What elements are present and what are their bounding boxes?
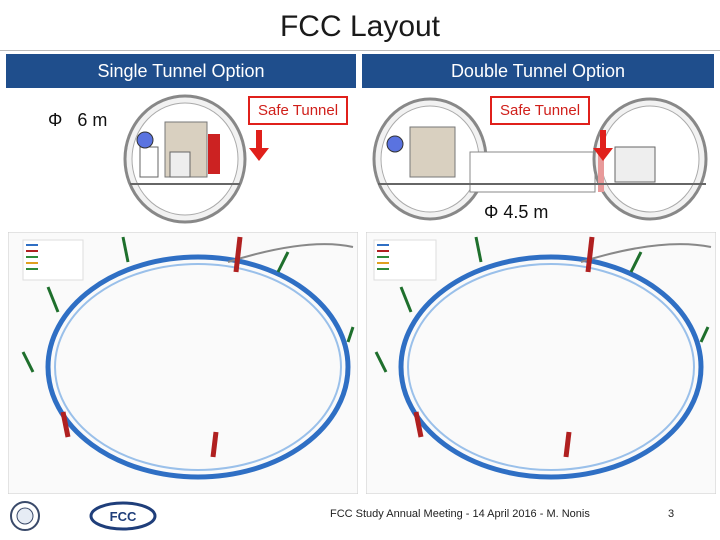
title-divider: [0, 50, 720, 51]
footer-text: FCC Study Annual Meeting - 14 April 2016…: [330, 508, 590, 520]
kit-logo-icon: [8, 497, 42, 535]
header-double-tunnel: Double Tunnel Option: [362, 54, 714, 88]
safe-tunnel-label-right: Safe Tunnel: [490, 96, 590, 125]
fcc-logo-icon: FCC: [88, 500, 158, 532]
single-tunnel-cross-section: [120, 92, 250, 227]
header-double-label: Double Tunnel Option: [451, 61, 625, 82]
single-diameter-value: 6 m: [77, 110, 107, 130]
double-tunnel-ring-map: [366, 232, 716, 494]
double-diameter-value: 4.5 m: [503, 202, 548, 222]
safe-arrow-left-icon: [248, 130, 270, 162]
double-diameter: Φ 4.5 m: [484, 202, 548, 223]
header-single-tunnel: Single Tunnel Option: [6, 54, 356, 88]
svg-text:FCC: FCC: [110, 509, 137, 524]
phi-symbol: Φ: [48, 110, 62, 130]
header-single-label: Single Tunnel Option: [97, 61, 264, 82]
single-tunnel-ring-map: [8, 232, 358, 494]
page-number: 3: [668, 508, 674, 520]
safe-tunnel-label-left: Safe Tunnel: [248, 96, 348, 125]
safe-arrow-right-icon: [592, 130, 614, 162]
phi-symbol: Φ: [484, 202, 498, 222]
single-diameter: Φ 6 m: [48, 110, 107, 131]
slide-title: FCC Layout: [0, 10, 720, 44]
